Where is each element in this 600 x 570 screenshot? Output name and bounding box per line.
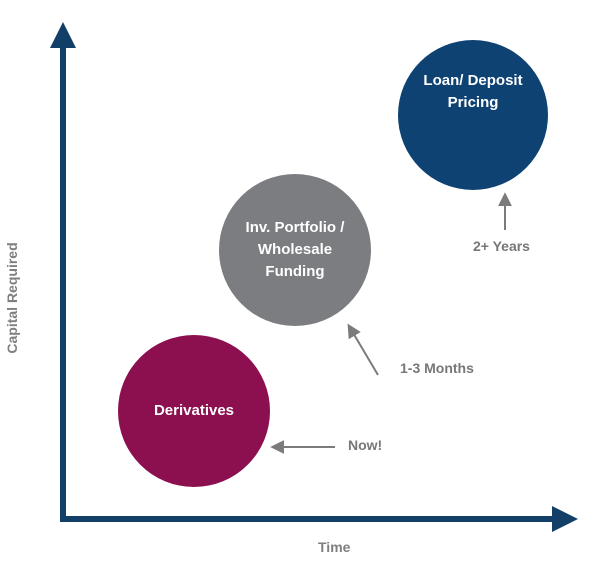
timeline-years: 2+ Years: [473, 238, 530, 254]
investment-portfolio-circle: [219, 174, 371, 326]
months-pointer-arrow-icon: [347, 323, 379, 376]
derivatives-circle: [118, 335, 270, 487]
timeline-now: Now!: [348, 437, 383, 453]
derivatives-label: Derivatives: [153, 402, 235, 419]
axes: [50, 22, 578, 532]
x-axis-arrowhead-icon: [552, 506, 578, 532]
timeline-months: 1-3 Months: [400, 360, 474, 376]
loan-deposit-pricing-label: Loan/ Deposit Pricing: [423, 72, 523, 111]
y-axis-title: Capital Required: [4, 242, 20, 354]
y-axis-arrowhead-icon: [50, 22, 76, 48]
loan-deposit-pricing-circle: [398, 40, 548, 190]
investment-portfolio-label: Inv. Portfolio / Wholesale Funding: [245, 219, 345, 280]
x-axis-title: Time: [318, 539, 351, 555]
